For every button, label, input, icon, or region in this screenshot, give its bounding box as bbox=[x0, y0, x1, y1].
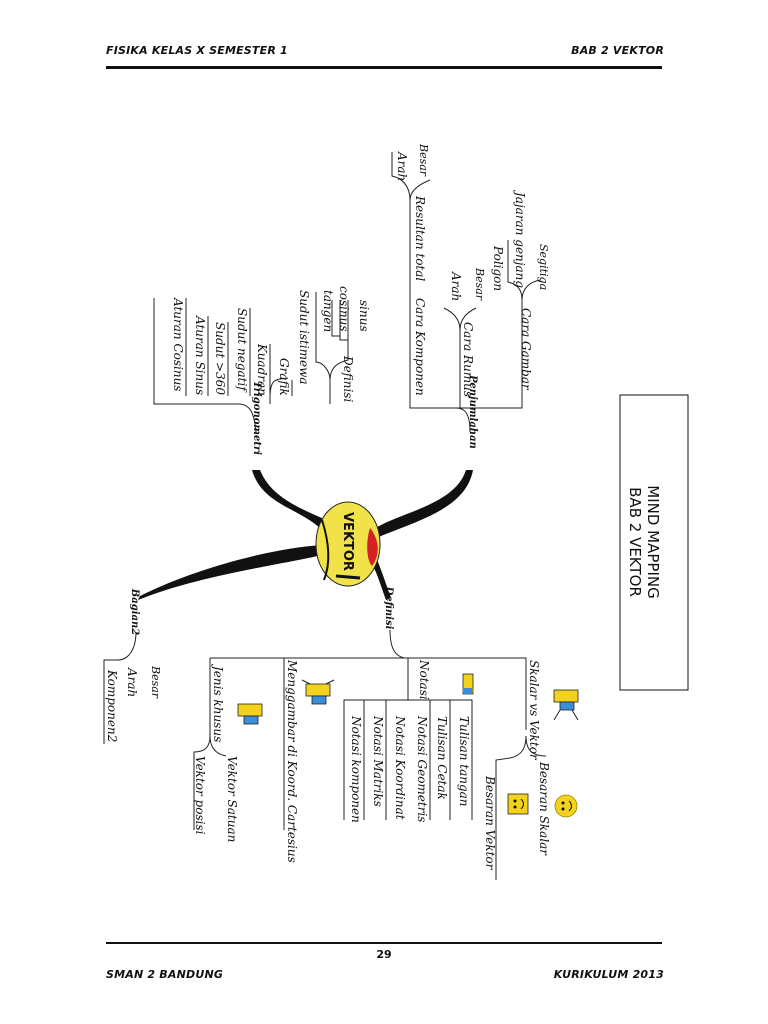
page-number: 29 bbox=[376, 948, 392, 961]
trig-cosinus: cosinus bbox=[337, 286, 351, 332]
def-besaran-vektor: Besaran Vektor bbox=[483, 775, 497, 871]
branch-trigonometri: Trigonometri bbox=[251, 381, 262, 455]
title-line-2: BAB 2 VEKTOR bbox=[626, 487, 644, 597]
cartoon-character-3 bbox=[301, 679, 335, 705]
pj-cara-komponen: Cara Komponen bbox=[413, 298, 427, 396]
title-line-1: MIND MAPPING bbox=[644, 485, 662, 598]
pj-arah: Arah bbox=[395, 151, 409, 181]
arm-bagian2 bbox=[138, 545, 322, 600]
arm-penjumlahan bbox=[372, 470, 473, 538]
vektor-ball bbox=[315, 501, 381, 587]
bg-besar: Besar bbox=[149, 665, 162, 699]
header-left: FISIKA KELAS X SEMESTER 1 bbox=[106, 44, 288, 57]
def-jenis-khusus: Jenis khusus bbox=[211, 663, 225, 742]
ball-red-patch bbox=[367, 528, 378, 566]
def-vektor-satuan: Vektor Satuan bbox=[225, 756, 239, 842]
smiley-icon-2 bbox=[554, 794, 578, 818]
def-vektor-posisi: Vektor posisi bbox=[193, 756, 207, 835]
branch-definisi: Definisi bbox=[383, 586, 394, 630]
arm-trigonometri bbox=[252, 470, 330, 530]
trig-sudut-360: Sudut >360 bbox=[213, 322, 227, 395]
trig-sudut-negatif: Sudut negatif bbox=[235, 308, 249, 393]
trig-sinus: sinus bbox=[357, 300, 371, 332]
def-notasi-geometris: Notasi Geometris bbox=[415, 715, 429, 822]
footer-right: KURIKULUM 2013 bbox=[553, 968, 664, 981]
pj-cara-rumus: Cara Rumus bbox=[461, 322, 475, 397]
def-notasi-matriks: Notasi Matriks bbox=[371, 715, 385, 807]
footer-rule bbox=[106, 942, 662, 944]
pj-resultan-total: Resultan total bbox=[413, 195, 427, 281]
def-notasi-komponen: Notasi komponen bbox=[349, 715, 363, 823]
def-tulisan-tangan: Tulisan tangan bbox=[457, 716, 471, 807]
cartoon-character-1 bbox=[553, 689, 579, 721]
trig-grafik: Grafik bbox=[277, 358, 291, 396]
pj-cara-gambar: Cara Gambar bbox=[519, 308, 533, 391]
pj-segitiga: Segitiga bbox=[537, 244, 550, 290]
smiley-icon-1 bbox=[507, 793, 529, 815]
bg-arah: Arah bbox=[125, 667, 139, 697]
center-label: VEKTOR bbox=[340, 512, 355, 571]
pj-rumus-besar: Besar bbox=[473, 267, 486, 301]
header-right: BAB 2 VEKTOR bbox=[571, 44, 664, 57]
def-menggambar: Menggambar di Koord. Cartesius bbox=[285, 659, 299, 863]
trig-tangen: tangen bbox=[321, 290, 335, 332]
footer-left: SMAN 2 BANDUNG bbox=[106, 968, 224, 981]
trig-aturan-cosinus: Aturan Cosinus bbox=[171, 297, 185, 391]
trig-kuadran: Kuadran bbox=[255, 343, 269, 396]
def-skalar-vs-vektor: Skalar vs Vektor bbox=[527, 660, 541, 761]
header-rule bbox=[106, 66, 662, 69]
trig-sudut-istimewa: Sudut istimewa bbox=[297, 290, 311, 385]
def-notasi: Notasi bbox=[417, 659, 431, 700]
pj-besar: Besar bbox=[417, 143, 430, 177]
branch-bagian2: Bagian2 bbox=[129, 588, 140, 635]
pj-rumus-arah: Arah bbox=[449, 271, 463, 301]
def-besaran-skalar: Besaran Skalar bbox=[537, 761, 551, 856]
def-notasi-koordinat: Notasi Koordinat bbox=[393, 715, 407, 820]
bg-komponen2: Komponen2 bbox=[105, 669, 119, 742]
cartoon-character-2 bbox=[462, 673, 474, 695]
pj-poligon: Poligon bbox=[491, 245, 505, 291]
trig-definisi: Definisi bbox=[341, 355, 355, 402]
cartoon-character-4 bbox=[237, 703, 263, 725]
title-box bbox=[619, 394, 689, 691]
def-tulisan-cetak: Tulisan Cetak bbox=[435, 716, 449, 800]
trig-aturan-sinus: Aturan Sinus bbox=[193, 315, 207, 395]
branch-penjumlahan: Penjumlahan bbox=[467, 374, 478, 449]
pj-jajaran-genjang: Jajaran genjang bbox=[513, 189, 527, 288]
